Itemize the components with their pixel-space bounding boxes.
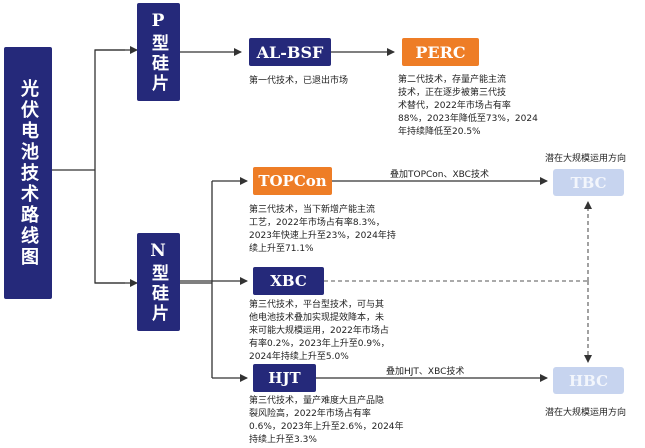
perc-node: PERC	[402, 38, 479, 66]
edge-n-variants	[180, 181, 213, 378]
hjt-description: 第三代技术，量产难度大且产品隐 裂风险高，2022年市场占有率 0.6%，202…	[249, 395, 404, 447]
desc-line: 工艺，2022年市场占有率8.3%，	[249, 218, 385, 228]
xbc-description: 第三代技术，平台型技术，可与其 他电池技术叠加实现提效降本，未 来可能大规模运用…	[249, 299, 390, 364]
edge-root-branches	[52, 49, 125, 284]
desc-line: 第三代技术，平台型技术，可与其	[249, 300, 385, 310]
desc-line: 2023年快速上升至23%，2024年持	[249, 231, 396, 241]
tbc-note: 潜在大规模运用方向	[545, 154, 627, 164]
hbc-note: 潜在大规模运用方向	[545, 408, 627, 418]
desc-line: 裂风险高，2022年市场占有率	[249, 409, 371, 419]
desc-line: 有率0.2%，2023年上升至0.9%，	[249, 339, 390, 349]
desc-line: 年持续降低至20.5%	[398, 127, 481, 137]
desc-line: 他电池技术叠加实现提效降本，未	[249, 313, 385, 323]
topcon-node: TOPCon	[253, 167, 332, 195]
al-bsf-description: 第一代技术，已退出市场	[249, 76, 349, 86]
desc-line: 88%，2023年降低至73%，2024	[398, 114, 538, 124]
desc-line: 0.6%，2023年上升至2.6%，2024年	[249, 422, 404, 432]
root-node: 光伏电池技术路线图	[4, 47, 52, 299]
desc-line: 2024年持续上升至5.0%	[249, 352, 349, 362]
desc-line: 第三代技术，量产难度大且产品隐	[249, 396, 385, 406]
desc-line: 第三代技术，当下新增产能主流	[249, 205, 376, 215]
topcon-description: 第三代技术，当下新增产能主流 工艺，2022年市场占有率8.3%， 2023年快…	[249, 204, 396, 256]
tbc-edge-label: 叠加TOPCon、XBC技术	[390, 170, 489, 180]
hbc-node: HBC	[553, 367, 624, 394]
xbc-node: XBC	[253, 267, 324, 295]
desc-line: 技术，正在逐步被第三代技	[398, 88, 507, 98]
hjt-node: HJT	[253, 364, 316, 392]
desc-line: 来可能大规模运用，2022年市场占	[249, 326, 389, 336]
perc-description: 第二代技术，存量产能主流 技术，正在逐步被第三代技 术替代，2022年市场占有率…	[398, 74, 538, 139]
desc-line: 术替代，2022年市场占有率	[398, 101, 511, 111]
al-bsf-node: AL-BSF	[249, 38, 331, 66]
desc-line: 第二代技术，存量产能主流	[398, 75, 507, 85]
tbc-node: TBC	[553, 169, 624, 196]
n-type-node: N型硅片	[137, 233, 180, 331]
p-type-node: P型硅片	[137, 3, 180, 101]
desc-line: 持续上升至3.3%	[249, 435, 317, 445]
desc-line: 续上升至71.1%	[249, 244, 314, 254]
hbc-edge-label: 叠加HJT、XBC技术	[386, 367, 465, 377]
